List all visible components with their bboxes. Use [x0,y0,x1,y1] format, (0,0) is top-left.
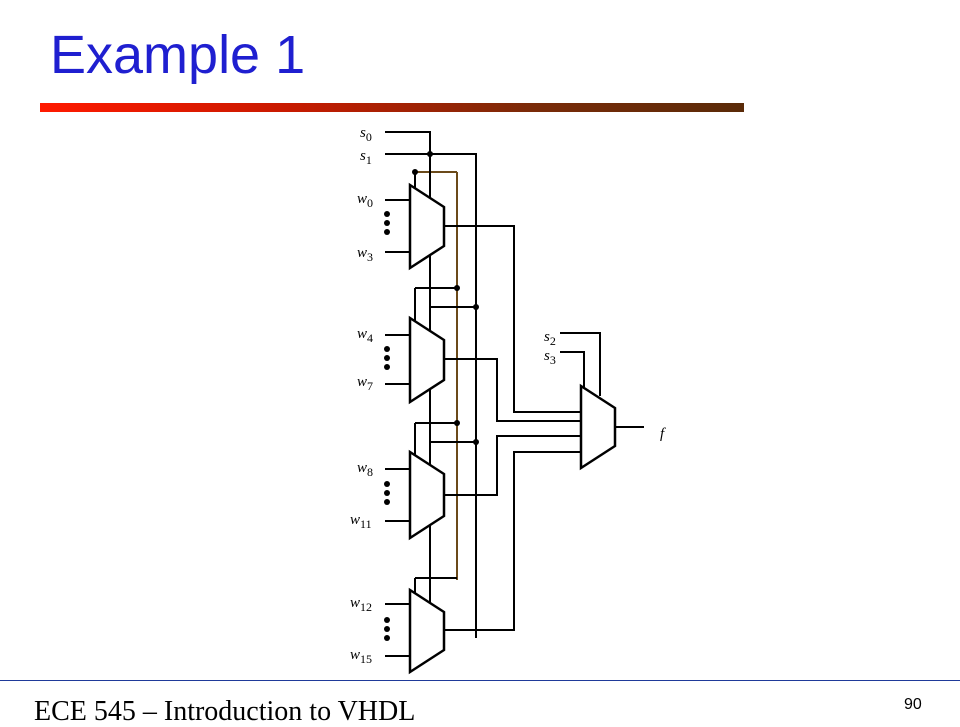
mux-3 [408,587,446,675]
mux-1 [408,315,446,405]
multiplexers [384,182,617,675]
junction-bus-top [412,169,418,175]
out-mux3 [444,451,581,631]
out-mux2 [444,435,581,496]
mux-final [579,383,617,471]
junction-s0 [427,151,433,157]
ellipsis-w4-w7 [384,346,390,370]
ellipsis-w8-w11 [384,481,390,505]
label-w8: w8 [357,460,373,479]
mux-tree-diagram: s0 s1 s2 s3 w0 w3 w4 w7 w8 w11 w12 w15 f [350,125,666,675]
wire-s3 [560,351,585,394]
label-s3: s3 [544,348,556,367]
wire-s2 [560,332,601,396]
footer-course-title: ECE 545 – Introduction to VHDL [34,696,416,727]
label-w11: w11 [350,512,372,531]
junction-mux2-a [454,420,460,426]
ellipsis-w0-w3 [384,211,390,235]
mux-0 [408,182,446,271]
label-w7: w7 [357,374,373,393]
ellipsis-w12-w15 [384,617,390,641]
junction-mux1-a [454,285,460,291]
label-f: f [660,426,666,442]
title-underline [40,103,744,112]
footer-rule [0,680,960,681]
mux-2 [408,449,446,541]
out-mux0 [444,225,581,413]
label-w12: w12 [350,595,372,614]
junction-mux2-b [473,439,479,445]
label-w0: w0 [357,191,373,210]
wire-s1 [385,153,477,638]
label-w4: w4 [357,326,373,345]
page-number: 90 [904,696,922,713]
label-s1: s1 [360,148,372,167]
out-mux1 [444,358,581,422]
label-w15: w15 [350,647,372,666]
junction-dots [412,151,479,445]
label-s2: s2 [544,329,556,348]
label-s0: s0 [360,125,372,144]
label-w3: w3 [357,245,373,264]
slide-title: Example 1 [50,25,306,85]
junction-mux1-b [473,304,479,310]
